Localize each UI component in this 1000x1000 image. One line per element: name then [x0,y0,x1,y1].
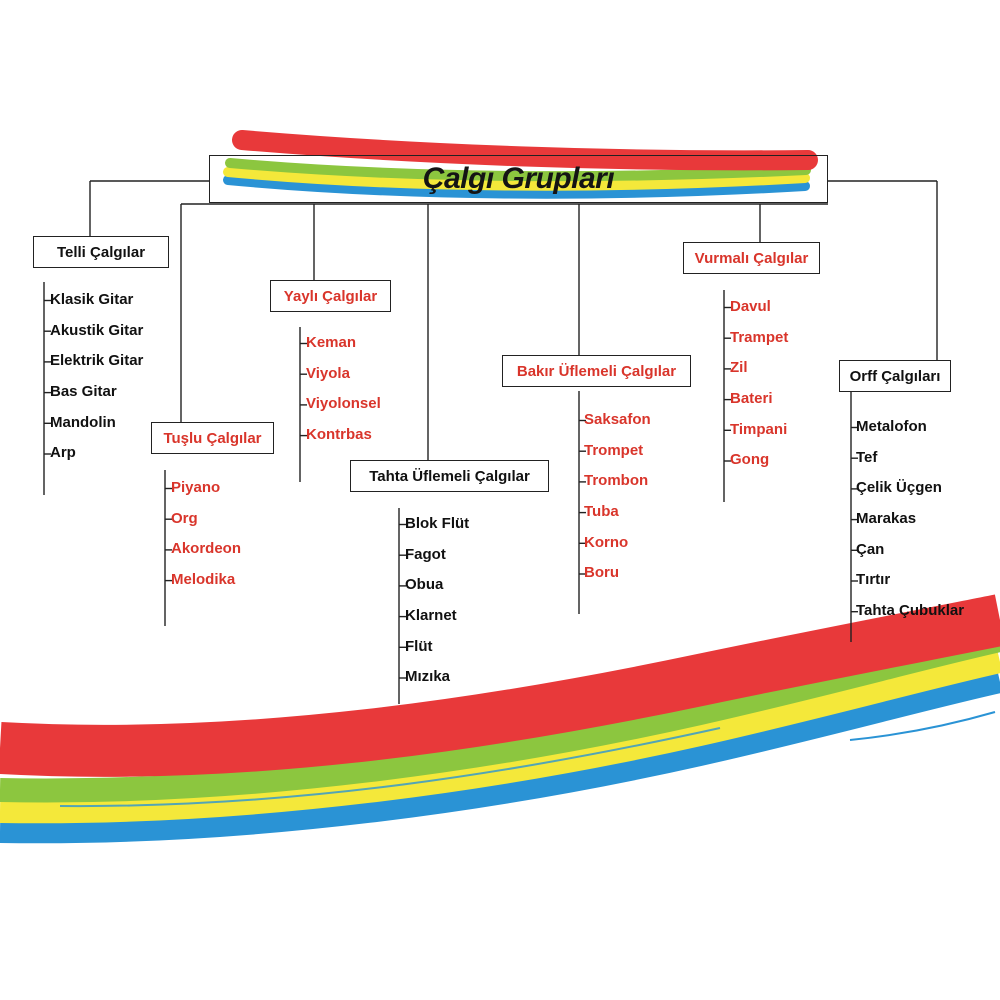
group-item: Obua [405,576,444,594]
group-item: Piyano [171,479,221,496]
group-item: Tuba [584,503,619,521]
group-item: Marakas [856,510,917,528]
group-item: Zil [730,359,748,377]
group-item: Metalofon [856,418,927,435]
group-box: Vurmalı Çalgılar [683,242,820,274]
group-item: Mandolin [50,413,116,431]
diagram-title: Çalgı Grupları [422,162,615,195]
group-box: Tuşlu Çalgılar [151,422,274,454]
group-box: Yaylı Çalgılar [270,280,391,312]
group-item: Viyola [306,364,350,382]
bottom-rainbow-stroke [0,594,1000,844]
group-box: Orff Çalgıları [839,360,951,392]
group-box: Tahta Üflemeli Çalgılar [350,460,549,492]
group-item: Korno [584,533,629,551]
group-item: Trompet [584,441,644,459]
group-item: Blok Flüt [405,515,470,532]
group-item: Arp [50,444,76,462]
group-item: Bateri [730,390,773,408]
group-item: Melodika [171,571,236,589]
group-item: Org [171,509,198,527]
group-item: Tef [856,448,878,466]
group-item: Keman [306,334,357,351]
group-item: Klasik Gitar [50,291,134,308]
group-item: Gong [730,451,770,469]
group-item: Elektrik Gitar [50,352,144,370]
group-item: Klarnet [405,607,457,625]
group-item: Trombon [584,472,649,490]
group-item: Tırtır [856,571,891,589]
title-box [209,155,828,203]
group-item: Çan [856,540,885,558]
group-item: Akordeon [171,540,242,558]
group-item: Mızıka [405,668,451,686]
group-box: Telli Çalgılar [33,236,169,268]
group-item: Tahta Çubuklar [856,602,965,620]
group-item: Flüt [405,637,433,655]
group-item: Timpani [730,420,788,438]
title-rainbow-stroke [223,130,818,199]
group-item: Kontrbas [306,426,372,444]
group-item: Fagot [405,545,446,563]
group-item: Davul [730,298,771,315]
group-item: Viyolonsel [306,395,381,413]
group-item: Bas Gitar [50,383,117,401]
group-item: Trampet [730,328,789,346]
group-item: Akustik Gitar [50,321,144,339]
group-item: Çelik Üçgen [856,479,942,497]
group-item: Saksafon [584,411,651,428]
group-item: Boru [584,564,619,582]
group-box: Bakır Üflemeli Çalgılar [502,355,691,387]
